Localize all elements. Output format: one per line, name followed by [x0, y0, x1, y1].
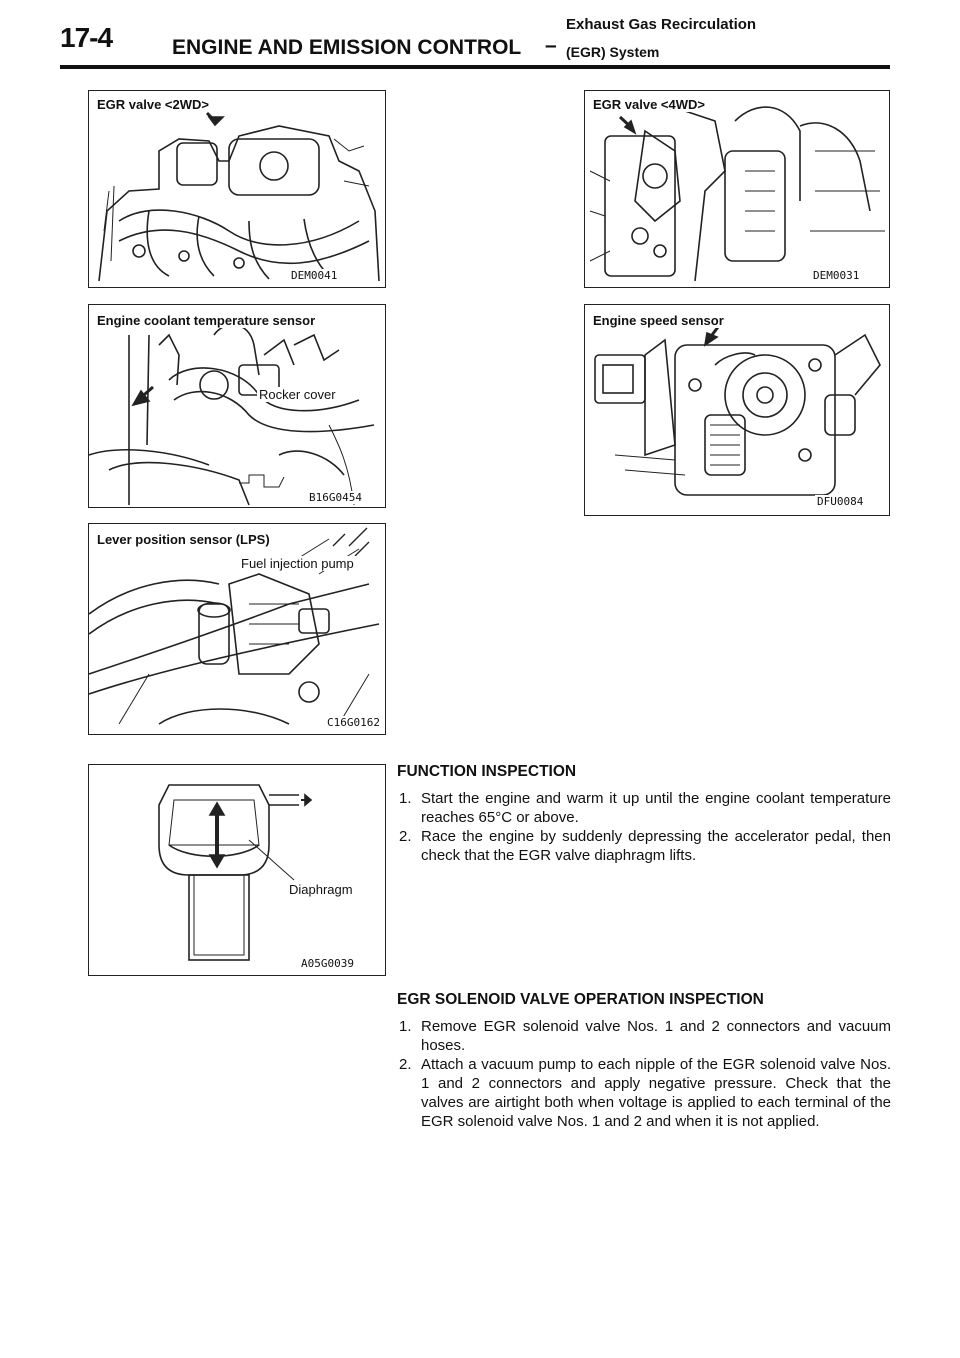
solenoid-inspection-section: EGR SOLENOID VALVE OPERATION INSPECTION … [397, 990, 891, 1131]
step-item: 1. Start the engine and warm it up until… [397, 789, 891, 827]
engine-speed-sensor-illustration [594, 326, 881, 496]
step-item: 2. Race the engine by suddenly depressin… [397, 827, 891, 865]
figure-egr-valve-diaphragm: Diaphragm A05G0039 [88, 764, 386, 976]
step-text: Remove EGR solenoid valve Nos. 1 and 2 c… [421, 1018, 891, 1054]
figure-label: EGR valve <4WD> [591, 97, 707, 112]
step-number: 1. [399, 1018, 412, 1035]
section-title: ENGINE AND EMISSION CONTROL [172, 36, 522, 59]
figure-engine-speed-sensor: Engine speed sensor DFU0084 [584, 304, 890, 516]
figure-label: Engine speed sensor [591, 313, 726, 328]
section-heading: FUNCTION INSPECTION [397, 763, 577, 780]
step-text: Attach a vacuum pump to each nipple of t… [421, 1056, 891, 1130]
figure-egr-valve-2wd: EGR valve <2WD> DEM0041 [88, 90, 386, 288]
figure-code: DEM0041 [289, 269, 340, 282]
page-number: 17-4 [60, 22, 113, 53]
figure-label: Engine coolant temperature sensor [95, 313, 318, 328]
figure-code: DFU0084 [815, 495, 866, 508]
figure-callout: Diaphragm [287, 882, 355, 897]
step-number: 1. [399, 790, 412, 807]
figure-code: C16G0162 [325, 716, 382, 729]
step-item: 2. Attach a vacuum pump to each nipple o… [397, 1055, 891, 1131]
figure-callout: Fuel injection pump [239, 556, 356, 571]
lever-position-sensor-illustration [89, 527, 380, 725]
coolant-sensor-illustration [89, 323, 375, 506]
figure-coolant-temperature-sensor: Engine coolant temperature sensor Rocker… [88, 304, 386, 508]
header-dash: – [545, 34, 557, 57]
step-text: Race the engine by suddenly depressing t… [421, 828, 891, 864]
diaphragm-illustration [158, 784, 313, 961]
figure-code: DEM0031 [811, 269, 862, 282]
figure-code: A05G0039 [299, 957, 356, 970]
header-rule [60, 65, 890, 69]
egr-valve-2wd-illustration [98, 111, 380, 282]
step-number: 2. [399, 828, 412, 845]
subsection-title-line1: Exhaust Gas Recirculation [566, 16, 757, 33]
step-text: Start the engine and warm it up until th… [421, 790, 891, 826]
egr-valve-4wd-illustration [589, 106, 885, 282]
step-item: 1. Remove EGR solenoid valve Nos. 1 and … [397, 1017, 891, 1055]
figure-label: Lever position sensor (LPS) [95, 532, 272, 547]
figure-label: EGR valve <2WD> [95, 97, 211, 112]
step-number: 2. [399, 1056, 412, 1073]
figure-egr-valve-4wd: EGR valve <4WD> DEM0031 [584, 90, 890, 288]
figure-callout: Rocker cover [257, 387, 338, 402]
figure-code: B16G0454 [307, 491, 364, 504]
function-inspection-section: FUNCTION INSPECTION 1. Start the engine … [397, 762, 891, 865]
section-heading: EGR SOLENOID VALVE OPERATION INSPECTION [397, 991, 764, 1008]
figure-lever-position-sensor: Lever position sensor (LPS) Fuel injecti… [88, 523, 386, 735]
subsection-title-line2: (EGR) System [566, 44, 660, 60]
